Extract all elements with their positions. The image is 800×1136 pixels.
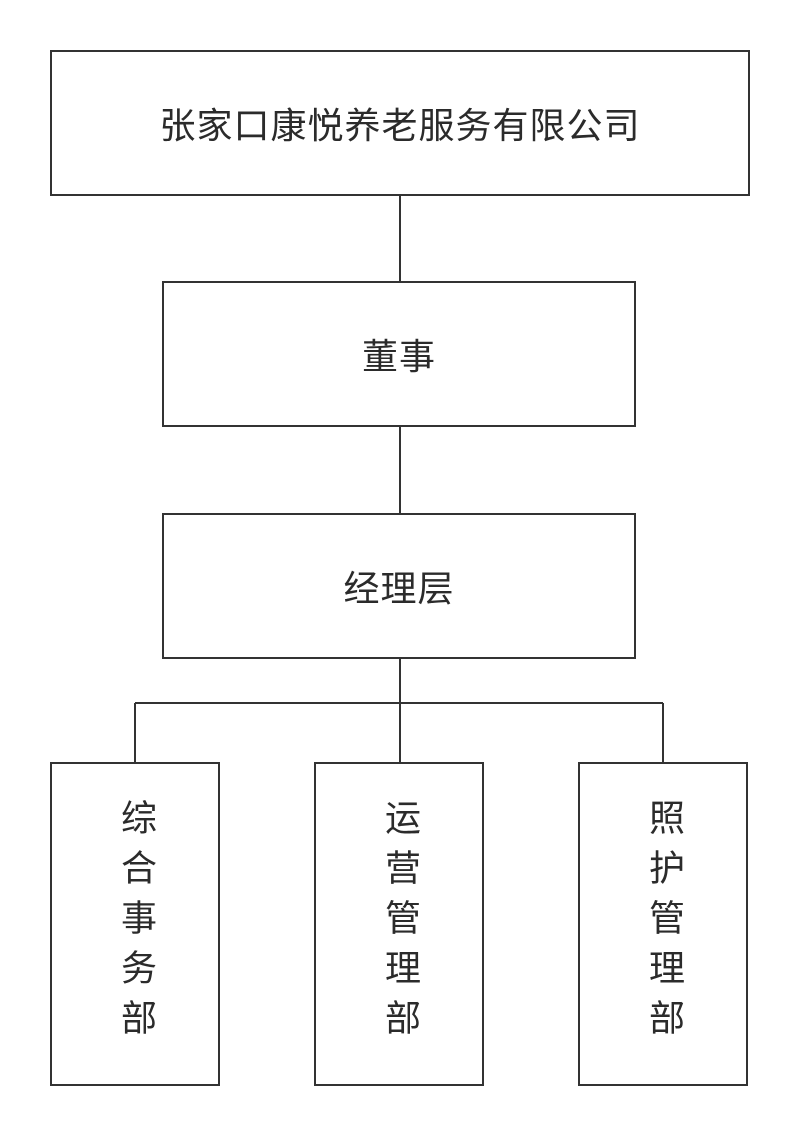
node-department-operations: 运营管理部 — [314, 762, 484, 1086]
department-label: 运营管理部 — [379, 799, 420, 1049]
management-label: 经理层 — [343, 569, 455, 610]
node-department-general-affairs: 综合事务部 — [50, 762, 220, 1086]
node-management: 经理层 — [162, 513, 636, 659]
department-label: 综合事务部 — [115, 799, 156, 1049]
department-label: 照护管理部 — [643, 799, 684, 1049]
node-board: 董事 — [162, 281, 636, 427]
board-label: 董事 — [361, 337, 436, 378]
node-company: 张家口康悦养老服务有限公司 — [50, 50, 750, 196]
company-label: 张家口康悦养老服务有限公司 — [159, 106, 641, 147]
node-department-care: 照护管理部 — [578, 762, 748, 1086]
